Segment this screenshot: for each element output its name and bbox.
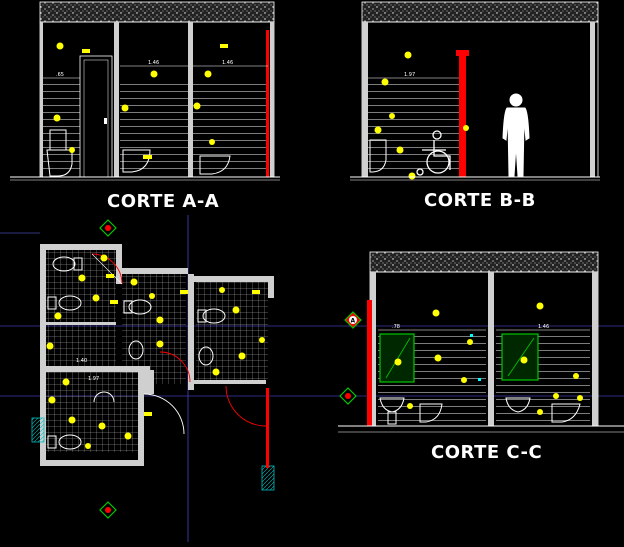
section-title-b: CORTE B-B xyxy=(424,190,536,211)
wheelchair-icon xyxy=(416,130,451,176)
elevation-section-a: 1.46 1.46 .65 xyxy=(10,1,280,181)
dim-a2: 1.46 xyxy=(222,60,233,66)
elevation-section-c: .78 1.46 A xyxy=(338,251,624,433)
dim-c2: 1.46 xyxy=(538,324,549,330)
floor-plan: 1.40 1.97 xyxy=(31,219,357,519)
elevation-section-b: 1.97 xyxy=(350,1,600,181)
svg-text:A: A xyxy=(351,318,356,325)
dim-c1: .78 xyxy=(392,324,400,330)
fixture-markers xyxy=(53,42,228,159)
dim-b1: 1.97 xyxy=(404,72,415,78)
dim-a1: 1.46 xyxy=(148,60,159,66)
dim-p1: 1.40 xyxy=(76,358,87,364)
section-marker-a: A xyxy=(344,311,362,329)
section-title-c: CORTE C-C xyxy=(431,442,543,463)
person-silhouette xyxy=(502,93,530,177)
dim-a3: .65 xyxy=(56,72,64,78)
dim-p2: 1.97 xyxy=(88,376,99,382)
section-title-a: CORTE A-A xyxy=(107,191,220,212)
